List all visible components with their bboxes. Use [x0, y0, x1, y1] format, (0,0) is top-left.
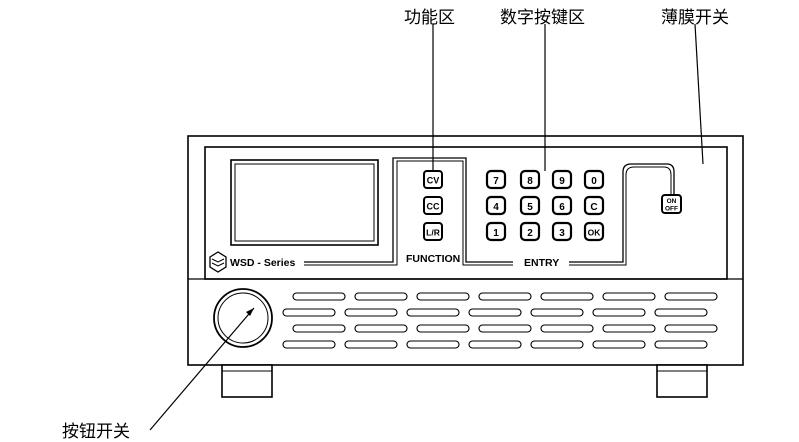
callout-line-membrane — [694, 23, 704, 165]
vent-slot — [664, 292, 718, 301]
vent-slot — [406, 340, 460, 349]
keypad-key-6[interactable]: 6 — [551, 195, 573, 216]
vent-slot — [344, 308, 398, 317]
right-foot — [656, 364, 708, 398]
vent-slot — [406, 308, 460, 317]
power-button[interactable] — [213, 288, 273, 348]
vent-slot — [654, 340, 708, 349]
keypad-key-9-label: 9 — [559, 176, 565, 187]
membrane-power-key[interactable]: ON OFF — [661, 194, 682, 214]
vent-slot — [416, 324, 470, 333]
vent-slot — [354, 324, 408, 333]
keypad-key-3-label: 3 — [559, 228, 565, 239]
callout-arrowhead — [246, 308, 254, 316]
vent-slot — [540, 292, 594, 301]
vent-slot — [664, 324, 718, 333]
keypad-key-1[interactable]: 1 — [485, 221, 507, 242]
function-key-cc[interactable]: CC — [423, 196, 443, 215]
power-key-on-label: ON — [667, 198, 677, 205]
ventilation-grille — [282, 292, 718, 349]
callout-membrane-switch: 薄膜开关 — [661, 8, 729, 28]
keypad-key-c[interactable]: C — [583, 195, 605, 216]
brand-label: WSD - Series — [230, 257, 296, 269]
vent-slot — [292, 292, 346, 301]
vent-slot — [282, 308, 336, 317]
vent-slot — [416, 292, 470, 301]
vent-slot — [530, 340, 584, 349]
vent-slot — [530, 308, 584, 317]
vent-slot — [602, 292, 656, 301]
keypad-key-5-label: 5 — [527, 202, 533, 213]
function-key-cv-label: CV — [427, 176, 440, 186]
keypad-key-8-label: 8 — [527, 176, 533, 187]
keypad-key-2-label: 2 — [527, 228, 533, 239]
keypad-key-1-label: 1 — [493, 228, 499, 239]
keypad-key-7-label: 7 — [493, 176, 499, 187]
vent-slot — [292, 324, 346, 333]
function-label: FUNCTION — [406, 253, 460, 265]
keypad-key-8[interactable]: 8 — [519, 169, 541, 190]
callout-function-area: 功能区 — [404, 8, 455, 28]
callout-line-button — [149, 307, 255, 431]
keypad-key-6-label: 6 — [559, 202, 565, 213]
callout-numeric-keypad: 数字按键区 — [500, 8, 585, 28]
vent-slot — [478, 324, 532, 333]
keypad-key-c-label: C — [590, 202, 597, 213]
vent-slot — [478, 292, 532, 301]
keypad-key-5[interactable]: 5 — [519, 195, 541, 216]
entry-label: ENTRY — [524, 257, 559, 269]
left-foot — [221, 364, 273, 398]
keypad-key-7[interactable]: 7 — [485, 169, 507, 190]
vent-slot — [540, 324, 594, 333]
vent-slot — [468, 340, 522, 349]
vent-slot — [592, 308, 646, 317]
keypad-key-4[interactable]: 4 — [485, 195, 507, 216]
vent-slot — [344, 340, 398, 349]
vent-slot — [354, 292, 408, 301]
vent-slot — [282, 340, 336, 349]
power-key-off-label: OFF — [665, 206, 678, 213]
keypad-key-4-label: 4 — [493, 202, 499, 213]
callout-button-switch: 按钮开关 — [62, 422, 130, 442]
panel-connection-line — [304, 157, 675, 263]
numeric-keypad: 7 8 9 0 4 5 6 C 1 2 3 OK — [485, 169, 605, 242]
function-key-cc-label: CC — [427, 202, 440, 212]
keypad-key-ok-label: OK — [588, 228, 602, 238]
vent-slot — [592, 340, 646, 349]
vent-slot — [602, 324, 656, 333]
keypad-key-9[interactable]: 9 — [551, 169, 573, 190]
keypad-key-2[interactable]: 2 — [519, 221, 541, 242]
keypad-key-0-label: 0 — [591, 176, 597, 187]
keypad-key-0[interactable]: 0 — [583, 169, 605, 190]
vent-slot — [654, 308, 708, 317]
vent-slot — [468, 308, 522, 317]
function-keys: CV CC L/R — [423, 170, 443, 241]
lcd-display-inner — [234, 163, 375, 242]
keypad-key-3[interactable]: 3 — [551, 221, 573, 242]
panel-connection-line-inner — [304, 160, 672, 266]
function-key-cv[interactable]: CV — [423, 170, 443, 189]
brand-logo-icon — [209, 251, 227, 273]
function-key-lr-label: L/R — [426, 228, 440, 238]
function-key-lr[interactable]: L/R — [423, 222, 443, 241]
keypad-key-ok[interactable]: OK — [583, 221, 605, 242]
